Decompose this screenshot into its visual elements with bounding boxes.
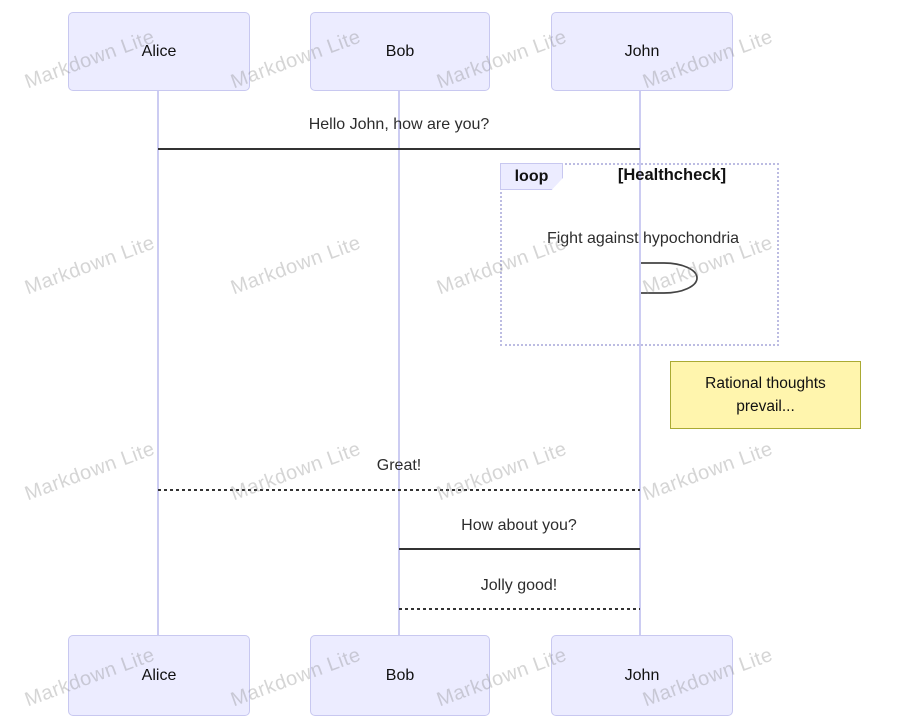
watermark-text: Markdown Lite	[21, 437, 158, 506]
message-great-line	[158, 489, 640, 491]
watermark-text: Markdown Lite	[21, 231, 158, 300]
loop-label-tag: loop	[500, 163, 563, 190]
message-hello-line	[158, 148, 640, 150]
actor-john-top: John	[551, 12, 733, 91]
lifeline-alice	[157, 91, 159, 636]
actor-john-label: John	[624, 42, 660, 60]
note-text: Rational thoughts prevail...	[705, 375, 826, 415]
watermark-text: Markdown Lite	[639, 437, 776, 506]
actor-bob-top: Bob	[310, 12, 490, 91]
actor-alice-bottom: Alice	[68, 635, 250, 716]
message-jollygood-text: Jolly good!	[480, 577, 558, 594]
loop-condition: [Healthcheck]	[617, 166, 727, 184]
loop-frame	[500, 163, 779, 346]
message-jollygood-line	[399, 608, 640, 610]
lifeline-john	[639, 91, 641, 636]
actor-bob-label: Bob	[385, 666, 415, 684]
message-howabout-text: How about you?	[461, 517, 577, 534]
message-howabout-line	[399, 548, 640, 550]
message-hello-text: Hello John, how are you?	[308, 116, 490, 133]
watermark-text: Markdown Lite	[227, 231, 364, 300]
actor-alice-label: Alice	[141, 42, 177, 60]
loop-label: loop	[514, 167, 549, 185]
actor-alice-top: Alice	[68, 12, 250, 91]
note-box: Rational thoughts prevail...	[670, 361, 861, 429]
actor-alice-label: Alice	[141, 666, 177, 684]
message-great-text: Great!	[376, 457, 422, 474]
actor-john-label: John	[624, 666, 660, 684]
actor-bob-label: Bob	[385, 42, 415, 60]
lifeline-bob	[398, 91, 400, 636]
actor-john-bottom: John	[551, 635, 733, 716]
message-self-text: Fight against hypochondria	[546, 230, 740, 247]
actor-bob-bottom: Bob	[310, 635, 490, 716]
